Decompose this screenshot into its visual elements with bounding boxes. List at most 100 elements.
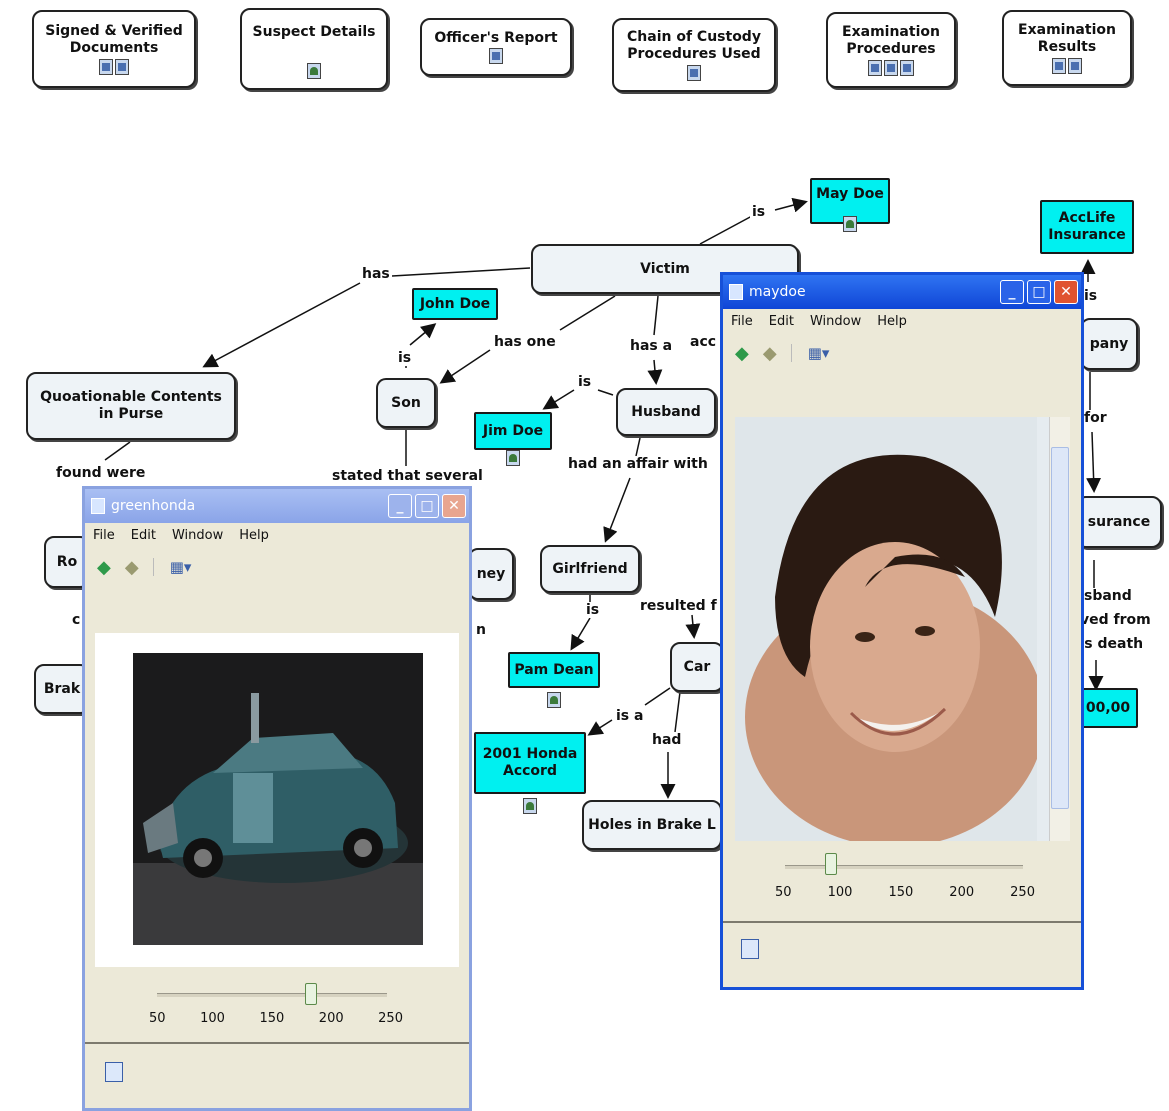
node-jim-doe[interactable]: Jim Doe [474, 412, 552, 466]
node-label: Ro [56, 553, 78, 570]
link-has-one: has one [492, 334, 558, 350]
document-icon[interactable] [489, 48, 503, 65]
node-examination-results[interactable]: Examination Results [1002, 10, 1132, 86]
node-label: 00,00 [1085, 699, 1131, 716]
menu-file[interactable]: File [93, 527, 115, 543]
node-chain-of-custody[interactable]: Chain of Custody Procedures Used [612, 18, 776, 92]
link-icon[interactable] [900, 59, 914, 76]
close-button[interactable]: ✕ [442, 494, 466, 518]
node-acclife-insurance[interactable]: AccLife Insurance [1040, 200, 1134, 254]
toolbar: ◆ ◆ ▦▾ [85, 547, 469, 587]
back-arrow-icon[interactable]: ◆ [97, 556, 111, 578]
node-brake-partial[interactable]: Brak [34, 664, 90, 714]
node-examination-procedures[interactable]: Examination Procedures [826, 12, 956, 88]
node-john-doe[interactable]: John Doe [412, 288, 498, 320]
window-titlebar[interactable]: greenhonda _ □ ✕ [85, 489, 469, 523]
node-label: Victim [640, 260, 690, 277]
image-icon[interactable] [506, 450, 520, 466]
document-icon[interactable] [687, 64, 701, 81]
node-label: ney [476, 565, 506, 582]
toolbar: ◆ ◆ ▦▾ [723, 333, 1081, 373]
document-icon[interactable] [115, 58, 129, 75]
network-icon[interactable] [105, 1062, 123, 1082]
image-viewer-window-greenhonda[interactable]: greenhonda _ □ ✕ File Edit Window Help ◆… [82, 486, 472, 1111]
node-label: May Doe [816, 186, 884, 202]
link-had: had [650, 732, 684, 748]
node-label: Examination Procedures [842, 24, 940, 57]
menu-help[interactable]: Help [239, 527, 269, 543]
minimize-button[interactable]: _ [388, 494, 412, 518]
node-officers-report[interactable]: Officer's Report [420, 18, 572, 76]
scrollbar-thumb[interactable] [1051, 447, 1069, 809]
network-icon[interactable] [884, 59, 898, 76]
link-has-a: has a [628, 338, 675, 354]
tick-label: 150 [259, 1011, 285, 1026]
forward-arrow-icon[interactable]: ◆ [124, 556, 139, 578]
image-content-area [95, 633, 459, 967]
network-icon[interactable] [741, 939, 759, 959]
view-options-icon[interactable]: ▦▾ [152, 558, 191, 576]
close-button[interactable]: ✕ [1054, 280, 1078, 304]
window-titlebar[interactable]: maydoe _ □ ✕ [723, 275, 1081, 309]
link-partial-c: c [70, 612, 83, 628]
node-company[interactable]: pany [1080, 318, 1138, 370]
menu-help[interactable]: Help [877, 313, 907, 329]
node-label: Examination Results [1018, 22, 1116, 55]
document-icon[interactable] [1052, 57, 1066, 74]
back-arrow-icon[interactable]: ◆ [735, 342, 749, 364]
image-icon[interactable] [843, 216, 857, 232]
node-husband[interactable]: Husband [616, 388, 716, 436]
node-2001-honda-accord[interactable]: 2001 Honda Accord [474, 732, 586, 814]
tick-label: 250 [378, 1011, 403, 1026]
slider-thumb[interactable] [825, 853, 837, 875]
link-stated: stated that several [330, 468, 485, 484]
menu-edit[interactable]: Edit [768, 313, 794, 329]
forward-arrow-icon[interactable]: ◆ [762, 342, 777, 364]
node-label: Chain of Custody Procedures Used [627, 29, 761, 62]
document-icon[interactable] [868, 59, 882, 76]
menu-edit[interactable]: Edit [130, 527, 156, 543]
node-may-doe[interactable]: May Doe [810, 178, 890, 232]
maximize-button[interactable]: □ [415, 494, 439, 518]
link-for: for [1082, 410, 1109, 426]
node-quoationable-contents[interactable]: Quoationable Contents in Purse [26, 372, 236, 440]
woman-portrait-photo [735, 417, 1037, 841]
menu-window[interactable]: Window [171, 527, 224, 543]
node-label: Pam Dean [514, 661, 594, 678]
image-icon[interactable] [307, 62, 321, 79]
node-label: Brak [43, 680, 81, 697]
image-icon[interactable] [547, 692, 561, 708]
link-acc: acc [688, 334, 719, 350]
node-insurance[interactable]: surance [1076, 496, 1162, 548]
menu-file[interactable]: File [731, 313, 753, 329]
zoom-slider[interactable] [785, 853, 1023, 883]
node-pam-dean[interactable]: Pam Dean [508, 652, 600, 708]
status-bar [723, 921, 1081, 987]
node-girlfriend[interactable]: Girlfriend [540, 545, 640, 593]
node-amount[interactable]: 00,00 [1078, 688, 1138, 728]
document-icon[interactable] [99, 58, 113, 75]
slider-thumb[interactable] [305, 983, 317, 1005]
node-money-partial[interactable]: ney [468, 548, 514, 600]
menu-window[interactable]: Window [809, 313, 862, 329]
status-bar [85, 1042, 469, 1108]
menu-bar: File Edit Window Help [723, 309, 1081, 333]
node-car[interactable]: Car [670, 642, 724, 692]
link-husband-received-1: sband [1082, 588, 1134, 604]
node-label: Holes in Brake L [588, 816, 716, 833]
image-viewer-window-maydoe[interactable]: maydoe _ □ ✕ File Edit Window Help ◆ ◆ ▦… [720, 272, 1084, 990]
minimize-button[interactable]: _ [1000, 280, 1024, 304]
node-holes-in-brake-lines[interactable]: Holes in Brake L [582, 800, 722, 850]
view-options-icon[interactable]: ▦▾ [790, 344, 829, 362]
node-label: Suspect Details [252, 24, 376, 40]
node-son[interactable]: Son [376, 378, 436, 428]
node-signed-verified-documents[interactable]: Signed & Verified Documents [32, 10, 196, 88]
document-icon[interactable] [1068, 57, 1082, 74]
vertical-scrollbar[interactable] [1049, 417, 1070, 841]
image-icon[interactable] [523, 798, 537, 814]
maximize-button[interactable]: □ [1027, 280, 1051, 304]
zoom-slider[interactable] [157, 983, 387, 1011]
link-husband-received-3: 's death [1078, 636, 1146, 652]
node-suspect-details[interactable]: Suspect Details [240, 8, 388, 90]
slider-track [157, 993, 387, 997]
